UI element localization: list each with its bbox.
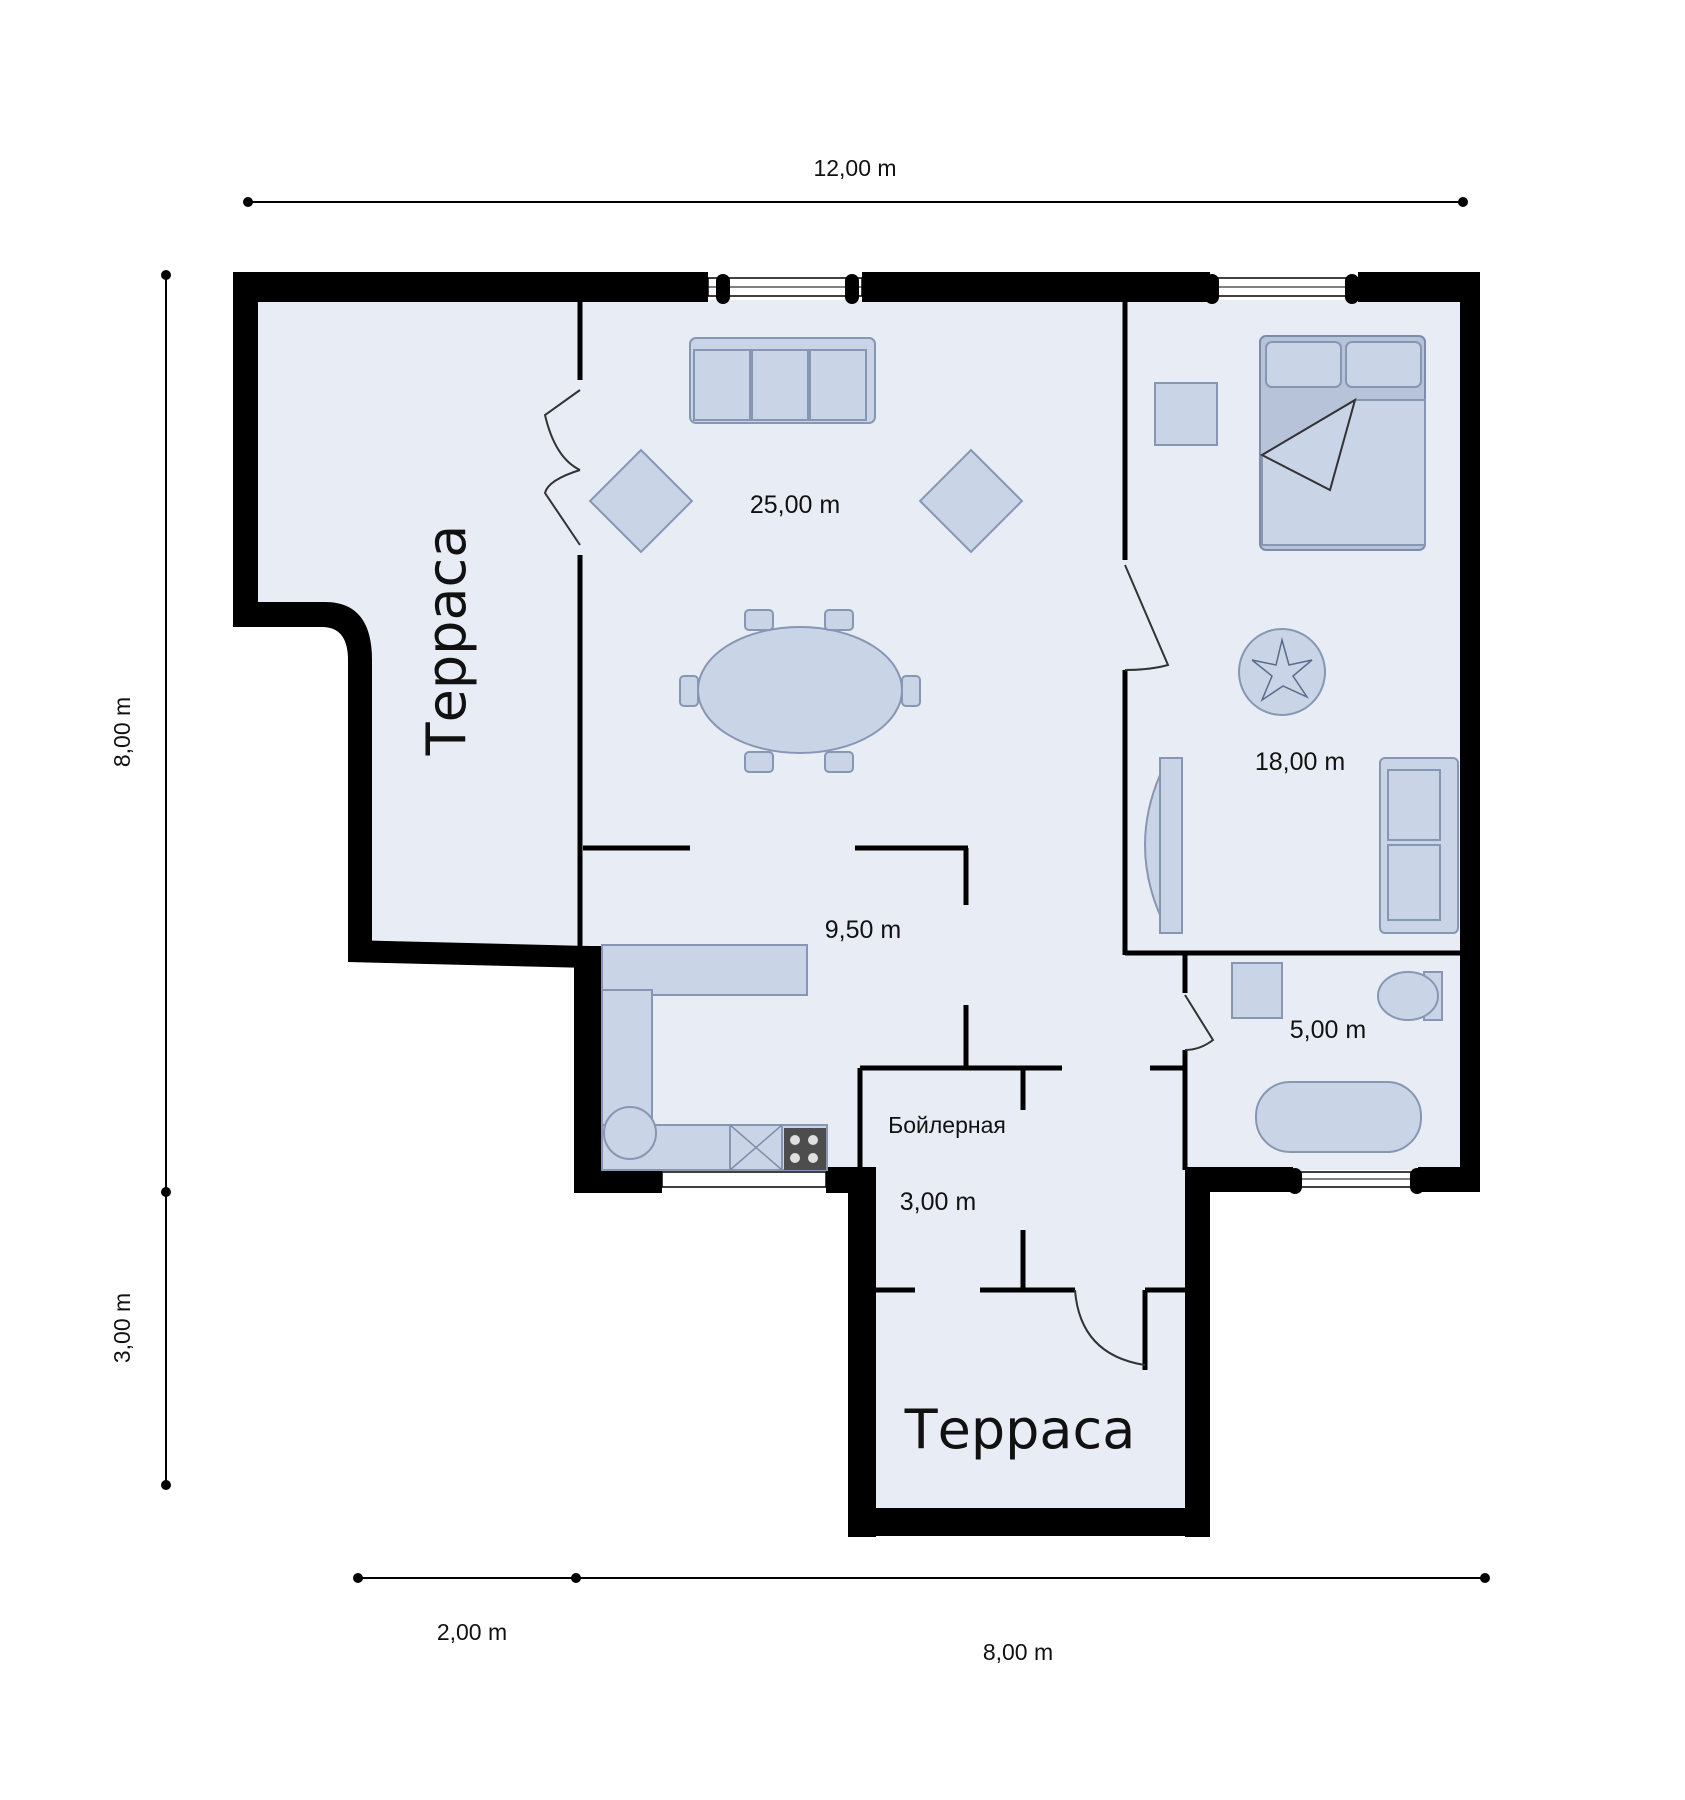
outer-walls [233, 272, 1480, 1537]
dim-left-upper-label: 8,00 m [109, 697, 135, 767]
boiler-label: Бойлерная [888, 1112, 1006, 1138]
terrace-left-label: Терраса [415, 525, 478, 757]
terrace-left-floor [255, 300, 585, 945]
wall-kitchen-left [574, 946, 602, 1193]
wall-top-2 [862, 272, 1210, 302]
bathroom-sink [1231, 962, 1283, 1019]
dim-bottom-left-label: 2,00 m [437, 1619, 507, 1645]
wall-bath-bottom-1 [1185, 1167, 1293, 1192]
room-labels: Терраса 25,00 m 18,00 m 9,50 m 5,00 m Бо… [415, 491, 1366, 1461]
bed [1259, 335, 1426, 551]
wall-lower-bottom [848, 1508, 1210, 1536]
toilet [1377, 971, 1443, 1021]
window-kitchen [661, 1171, 827, 1188]
dining-table [679, 609, 921, 773]
wall-left-upper [233, 272, 258, 627]
door-terrace-lower [543, 469, 581, 546]
doors [543, 389, 1215, 1366]
tv-stand [1144, 757, 1183, 934]
dim-bottom-right-label: 8,00 m [983, 1639, 1053, 1665]
bedroom-area: 18,00 m [1255, 748, 1345, 776]
door-bathroom [1184, 994, 1215, 1051]
wall-top-3 [1358, 272, 1480, 302]
interior-walls [577, 300, 1460, 1370]
living-area: 25,00 m [750, 491, 840, 519]
armchair-left [588, 448, 694, 554]
round-rug [1238, 628, 1326, 716]
nightstand [1154, 382, 1218, 446]
wall-left-terrace-bottom [348, 940, 590, 968]
wall-lower-right [1185, 1167, 1210, 1537]
sofa-bedroom [1379, 757, 1459, 934]
wall-bath-bottom-2 [1418, 1167, 1480, 1192]
wall-top-1 [233, 272, 708, 302]
wall-left-notch [233, 602, 372, 948]
dim-top-label: 12,00 m [813, 155, 896, 181]
sofa-living [689, 337, 876, 424]
door-terrace-upper [543, 389, 581, 471]
armchair-right [918, 448, 1024, 554]
dimension-lines: 12,00 m 8,00 m 3,00 m 2,00 m 8,00 m [109, 155, 1490, 1665]
kitchen-area: 9,50 m [825, 916, 901, 944]
door-terrace-bottom [1074, 1289, 1146, 1366]
door-bedroom [1124, 564, 1170, 671]
terrace-bottom-label: Терраса [904, 1398, 1136, 1461]
kitchen-counter [601, 944, 828, 1171]
wall-right [1460, 272, 1480, 1192]
windows [661, 274, 1424, 1194]
wall-kitchen-bottom-1 [574, 1167, 662, 1193]
dim-left-lower-label: 3,00 m [109, 1293, 135, 1363]
bathroom-area: 5,00 m [1290, 1016, 1366, 1044]
bathtub [1255, 1081, 1422, 1153]
boiler-area: 3,00 m [900, 1188, 976, 1216]
furniture [588, 335, 1459, 1171]
